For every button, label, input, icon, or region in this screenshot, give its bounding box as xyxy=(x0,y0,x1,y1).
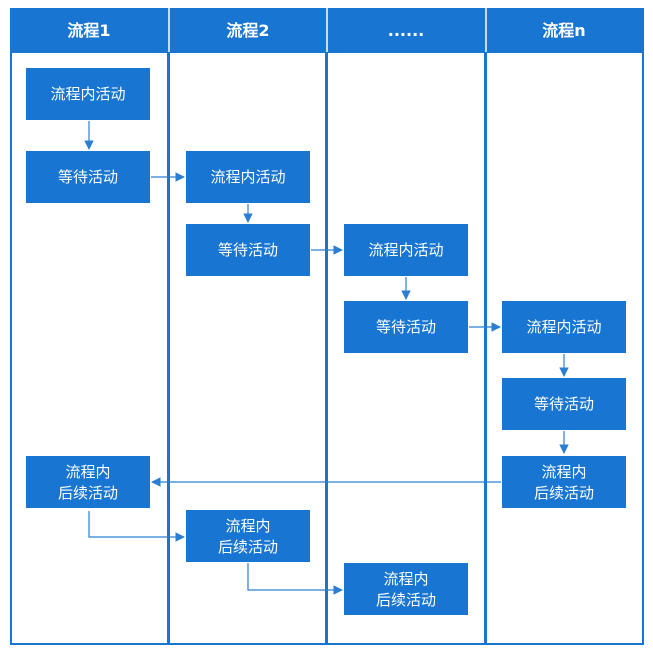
node-pn-follow: 流程内 后续活动 xyxy=(502,456,626,508)
node-p2-follow-line-1: 流程内 xyxy=(225,517,270,535)
node-p1-internal: 流程内活动 xyxy=(26,68,150,120)
node-p1-wait: 等待活动 xyxy=(26,151,150,203)
node-p2-internal-label: 流程内活动 xyxy=(210,168,285,186)
node-p1-follow: 流程内 后续活动 xyxy=(26,456,150,508)
node-p3-wait: 等待活动 xyxy=(344,301,468,353)
node-p1-follow-line-1: 流程内 xyxy=(65,463,110,481)
node-p1-internal-label: 流程内活动 xyxy=(50,85,125,103)
lane-body-1 xyxy=(10,51,169,645)
node-p3-internal: 流程内活动 xyxy=(344,224,468,276)
node-p3-follow-line-2: 后续活动 xyxy=(376,591,436,609)
node-pn-follow-line-1: 流程内 xyxy=(541,463,586,481)
node-pn-internal: 流程内活动 xyxy=(502,301,626,353)
node-p3-internal-label: 流程内活动 xyxy=(368,241,443,259)
node-pn-wait-label: 等待活动 xyxy=(534,395,594,413)
arrow-p2-follow-to-p3-follow xyxy=(247,563,343,595)
lane-title-2: 流程2 xyxy=(226,21,269,40)
node-p2-wait-label: 等待活动 xyxy=(218,241,278,259)
node-p2-wait: 等待活动 xyxy=(186,224,310,276)
node-p1-wait-label: 等待活动 xyxy=(58,168,118,186)
connectors xyxy=(84,121,569,595)
node-p3-follow: 流程内 后续活动 xyxy=(344,563,468,615)
node-pn-wait: 等待活动 xyxy=(502,378,626,430)
lane-title-3: ...... xyxy=(388,21,424,40)
node-pn-follow-line-2: 后续活动 xyxy=(534,484,594,502)
node-p1-follow-line-2: 后续活动 xyxy=(58,484,118,502)
lane-title-1: 流程1 xyxy=(67,21,110,40)
node-p3-wait-label: 等待活动 xyxy=(376,318,436,336)
node-p2-follow-line-2: 后续活动 xyxy=(218,538,278,556)
node-p3-follow-line-1: 流程内 xyxy=(383,570,428,588)
node-p2-follow: 流程内 后续活动 xyxy=(186,510,310,562)
node-p2-internal: 流程内活动 xyxy=(186,151,310,203)
node-pn-internal-label: 流程内活动 xyxy=(526,318,601,336)
lane-title-n: 流程n xyxy=(542,21,585,40)
arrow-p1-follow-to-p2-follow xyxy=(88,511,185,542)
